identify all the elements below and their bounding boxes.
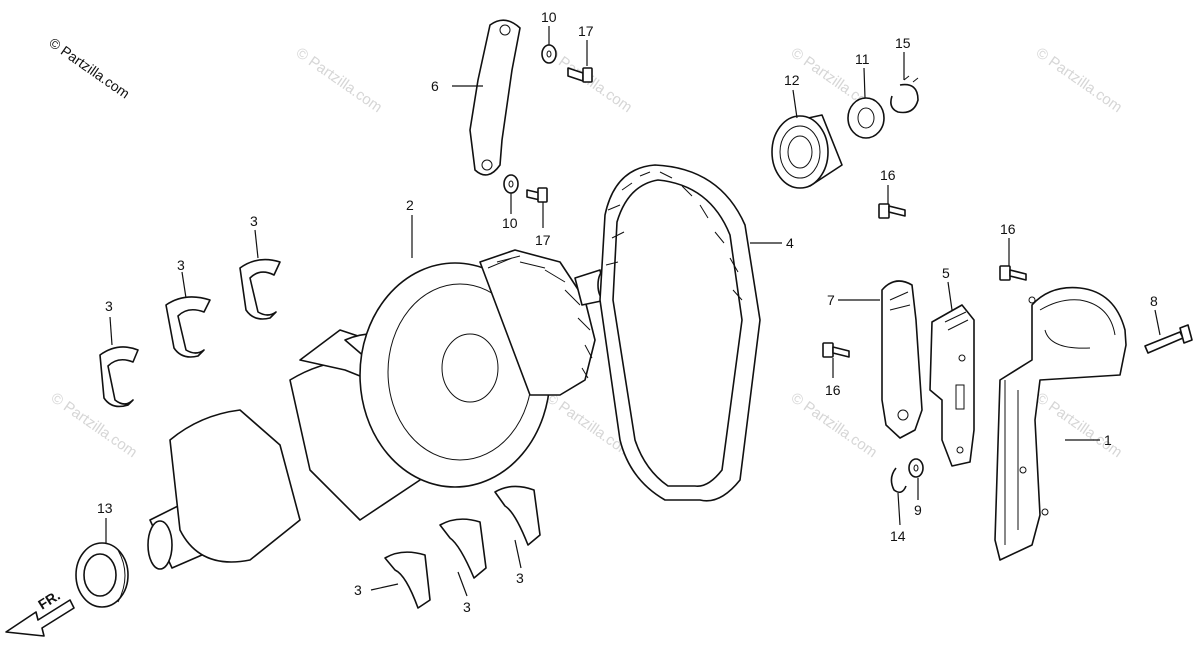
callout-3: 3 <box>463 599 471 615</box>
clip-14[interactable] <box>890 467 907 494</box>
callout-17: 17 <box>535 232 551 248</box>
bolt-17a[interactable] <box>567 67 593 83</box>
leader-lines <box>105 26 1161 597</box>
bearing-shells-3[interactable] <box>99 258 541 609</box>
callout-7: 7 <box>827 292 835 308</box>
callout-3: 3 <box>105 298 113 314</box>
watermark: © Partzilla.com <box>48 389 141 461</box>
callouts: 2 3 3 3 3 3 3 6 10 17 10 17 4 12 11 15 1… <box>97 9 1158 615</box>
circlip-15[interactable] <box>890 75 919 114</box>
callout-8: 8 <box>1150 293 1158 309</box>
callout-15: 15 <box>895 35 911 51</box>
watermark: © Partzilla.com <box>293 44 386 116</box>
callout-16: 16 <box>1000 221 1016 237</box>
callout-4: 4 <box>786 235 794 251</box>
washer-10a[interactable] <box>541 44 557 64</box>
crankshaft-2[interactable] <box>147 249 611 570</box>
callout-2: 2 <box>406 197 414 213</box>
washer-9[interactable] <box>908 458 924 478</box>
copyright-text: © Partzilla.com <box>46 34 132 101</box>
callout-13: 13 <box>97 500 113 516</box>
callout-10: 10 <box>502 215 518 231</box>
callout-1: 1 <box>1104 432 1112 448</box>
tensioner-arm-7[interactable] <box>881 280 923 439</box>
oil-seal-13[interactable] <box>75 542 129 608</box>
bolt-17b[interactable] <box>526 187 548 203</box>
callout-3: 3 <box>516 570 524 586</box>
callout-5: 5 <box>942 265 950 281</box>
washer-10b[interactable] <box>503 174 519 194</box>
bolt-8[interactable] <box>1144 324 1193 354</box>
callout-14: 14 <box>890 528 906 544</box>
watermark: © Partzilla.com <box>1033 44 1126 116</box>
callout-12: 12 <box>784 72 800 88</box>
callout-3: 3 <box>250 213 258 229</box>
bracket-6[interactable] <box>469 19 521 176</box>
watermark: © Partzilla.com <box>1033 389 1126 461</box>
tensioner-bracket-5[interactable] <box>929 304 975 467</box>
callout-3: 3 <box>177 257 185 273</box>
ball-bearing-12[interactable] <box>771 114 843 189</box>
drive-chain-4[interactable] <box>599 164 761 502</box>
callout-11: 11 <box>855 51 870 67</box>
bolt-16b[interactable] <box>999 265 1027 281</box>
front-arrow-marker: FR. <box>5 587 75 637</box>
chain-cover-1[interactable] <box>994 286 1127 561</box>
callout-16: 16 <box>880 167 896 183</box>
callout-17: 17 <box>578 23 594 39</box>
callout-16: 16 <box>825 382 841 398</box>
callout-3: 3 <box>354 582 362 598</box>
bolt-16a[interactable] <box>878 203 906 219</box>
callout-10: 10 <box>541 9 557 25</box>
callout-6: 6 <box>431 78 439 94</box>
bolt-16c[interactable] <box>822 342 850 358</box>
washer-11[interactable] <box>847 97 885 139</box>
callout-9: 9 <box>914 502 922 518</box>
watermark: © Partzilla.com <box>788 389 881 461</box>
